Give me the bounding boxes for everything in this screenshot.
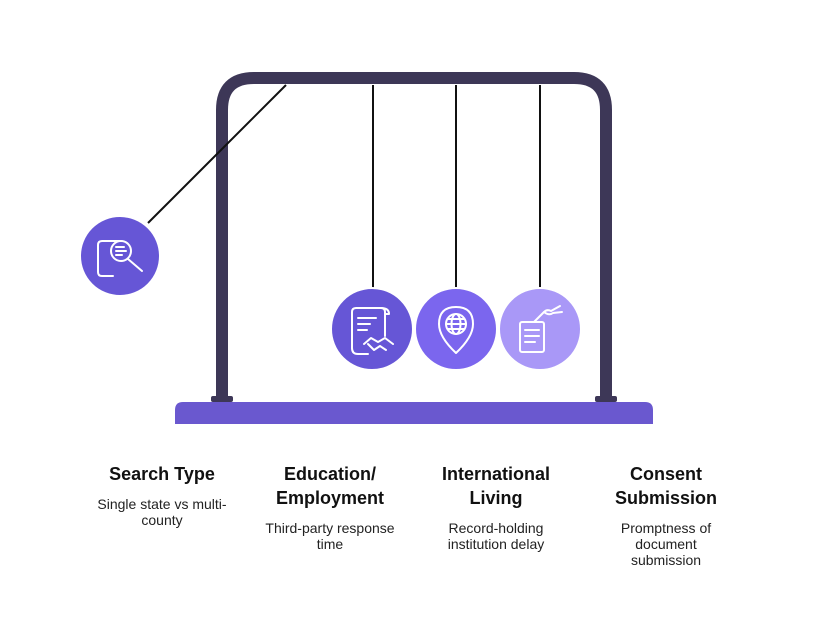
column-search-type: Search Type Single state vs multi- count… xyxy=(77,462,247,528)
search-document-icon xyxy=(97,240,143,277)
column-description: Promptness of document submission xyxy=(620,520,712,568)
hand-document-icon xyxy=(519,305,563,353)
frame-foot-left xyxy=(211,396,233,402)
frame-foot-right xyxy=(595,396,617,402)
column-description: Record-holding institution delay xyxy=(447,520,545,552)
column-title: Consent Submission xyxy=(614,464,717,508)
ball-1 xyxy=(79,215,161,297)
globe-pin-icon xyxy=(438,306,474,354)
cradle-frame xyxy=(216,72,612,400)
column-education-employment: Education/ Employment Third-party respon… xyxy=(245,462,415,552)
column-international-living: International Living Record-holding inst… xyxy=(411,462,581,552)
column-title: International Living xyxy=(441,464,550,508)
column-consent-submission: Consent Submission Promptness of documen… xyxy=(581,462,751,568)
column-title: Education/ Employment xyxy=(275,464,385,508)
ball-2 xyxy=(330,287,414,371)
string-1 xyxy=(147,84,287,224)
column-description: Third-party response time xyxy=(265,520,395,552)
column-title: Search Type xyxy=(109,464,215,484)
ball-3 xyxy=(414,287,498,371)
cradle-base xyxy=(175,402,653,424)
contract-handshake-icon xyxy=(351,307,394,355)
ball-4 xyxy=(498,287,582,371)
column-description: Single state vs multi- county xyxy=(97,496,227,528)
